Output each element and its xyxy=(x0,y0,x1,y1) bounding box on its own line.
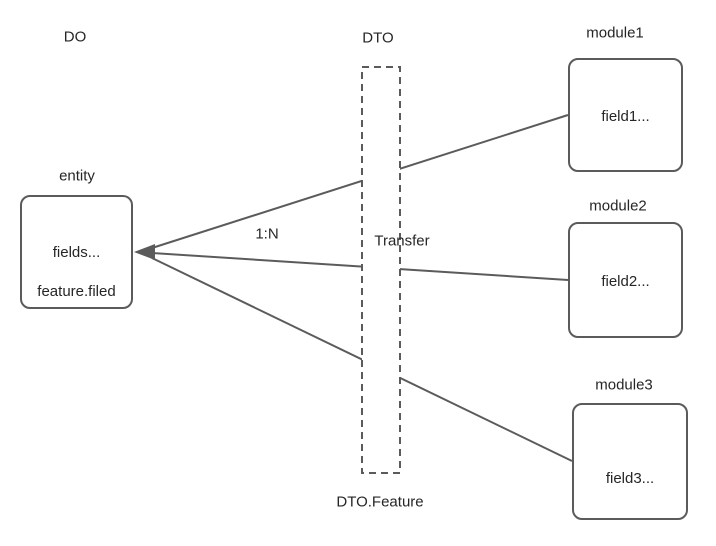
module1-title: module1 xyxy=(586,24,644,42)
do-group-label: DO xyxy=(63,28,87,46)
entity-feature-filed-text: feature.filed xyxy=(37,283,116,300)
transfer-label: Transfer xyxy=(374,232,430,250)
dto-group-label: DTO xyxy=(362,29,394,47)
module3-title: module3 xyxy=(595,376,653,394)
module2-node: field2... xyxy=(568,222,683,338)
entity-fields-text: fields... xyxy=(52,244,101,261)
arrowhead-icon xyxy=(134,244,155,260)
module3-field-text: field3... xyxy=(605,470,655,487)
relation-1n-label: 1:N xyxy=(255,225,279,243)
module1-field-text: field1... xyxy=(601,108,650,125)
module1-node: field1... xyxy=(568,58,683,172)
module2-field-text: field2... xyxy=(601,273,650,290)
module3-node: field3... xyxy=(572,403,688,520)
module2-title: module2 xyxy=(589,197,647,215)
edge-module1-to-entity xyxy=(151,114,569,249)
entity-title: entity xyxy=(59,167,95,185)
entity-node: fields... feature.filed xyxy=(20,195,133,309)
dto-feature-label: DTO.Feature xyxy=(336,493,424,511)
edge-module2-to-entity xyxy=(151,252,569,281)
transfer-dashed-box xyxy=(361,66,401,474)
